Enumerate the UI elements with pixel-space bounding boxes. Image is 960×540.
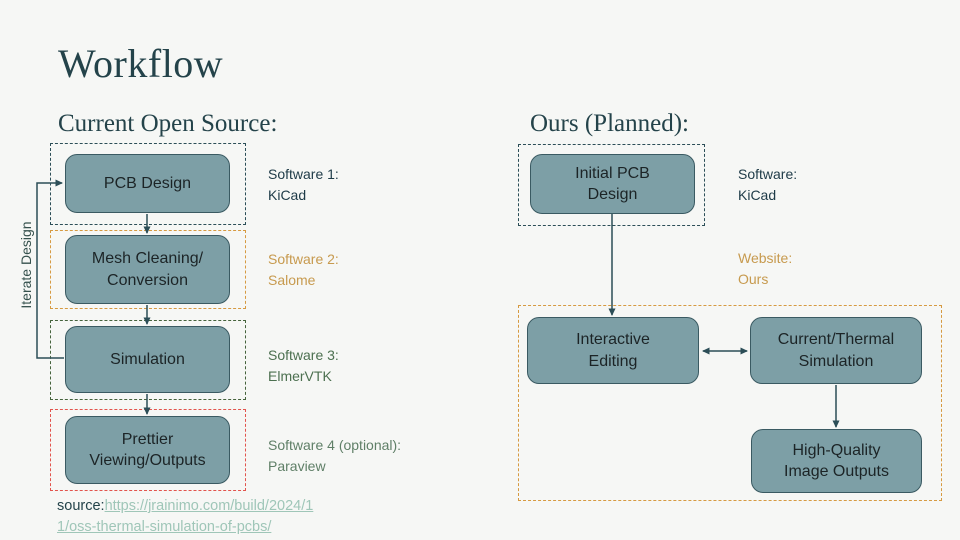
- prettier-viewing-box: Prettier Viewing/Outputs: [65, 416, 230, 484]
- software-4-note: Software 4 (optional): Paraview: [268, 437, 402, 474]
- high-quality-image-outputs-box: High-Quality Image Outputs: [751, 429, 922, 493]
- simulation-box: Simulation: [65, 326, 230, 393]
- interactive-editing-label: Interactive: [576, 331, 650, 349]
- high-quality-image-outputs-label: High-Quality: [792, 441, 881, 459]
- software-note: Software: KiCad: [738, 166, 798, 203]
- source-line: source:https://jrainimo.com/build/2024/1…: [57, 496, 387, 538]
- slide-title: Workflow: [58, 41, 224, 86]
- simulation-label: Simulation: [110, 350, 185, 368]
- current-thermal-simulation-box: Current/Thermal Simulation: [750, 317, 922, 384]
- initial-pcb-design-box: Initial PCB Design: [530, 154, 695, 214]
- software-1-note: Software 1: KiCad: [268, 166, 339, 203]
- website-note: Website: Ours: [738, 250, 793, 287]
- current-thermal-simulation-label: Current/Thermal: [777, 331, 895, 349]
- software-3-note: Software 3: ElmerVTK: [268, 347, 339, 384]
- mesh-cleaning-label: Mesh Cleaning/: [91, 250, 204, 268]
- prettier-viewing-label: Prettier: [121, 430, 174, 448]
- initial-pcb-design-label: Initial PCB: [575, 164, 650, 182]
- software-2-note: Software 2: Salome: [268, 251, 339, 288]
- planned-group-frame: [518, 305, 942, 501]
- left-heading: Current Open Source:: [58, 110, 278, 137]
- source-label: source:: [57, 498, 105, 514]
- right-heading: Ours (Planned):: [530, 110, 689, 137]
- interactive-editing-box: Interactive Editing: [527, 317, 699, 384]
- pcb-design-box: PCB Design: [65, 154, 230, 213]
- mesh-cleaning-box: Mesh Cleaning/ Conversion: [65, 235, 230, 304]
- source-link[interactable]: https://jrainimo.com/build/2024/1 1/oss-…: [57, 498, 314, 536]
- pcb-design-label: PCB Design: [103, 174, 192, 192]
- iterate-design-label: Iterate Design: [18, 221, 34, 309]
